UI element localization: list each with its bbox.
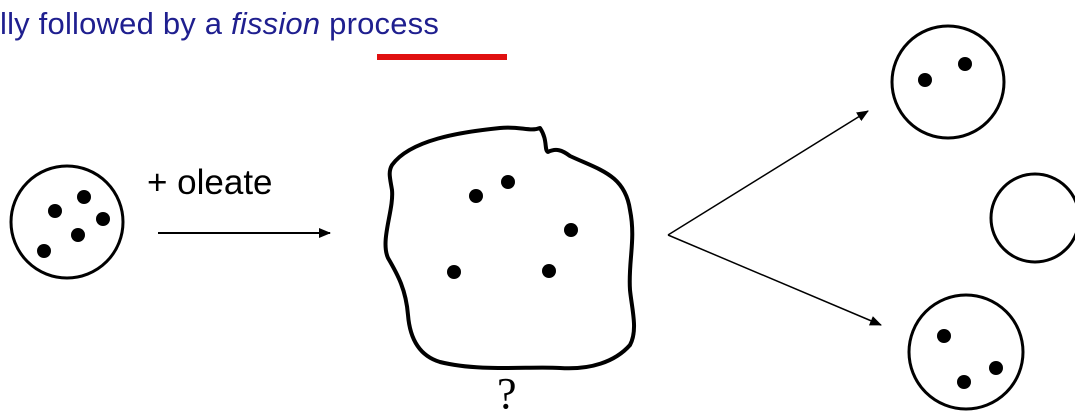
solute-dot (937, 329, 951, 343)
daughter-vesicle-top (890, 24, 1006, 140)
daughter-vesicle-empty-membrane (989, 172, 1075, 264)
initial-vesicle-membrane (9, 164, 125, 280)
caption-suffix: process (320, 6, 440, 41)
solute-dot (918, 73, 932, 87)
solute-dot (957, 375, 971, 389)
daughter-vesicle-bottom (907, 293, 1025, 411)
grown-vesicle-membrane (383, 125, 637, 371)
solute-dot (958, 57, 972, 71)
solute-dot (989, 361, 1003, 375)
caption-emphasis: fission (231, 6, 321, 41)
solute-dot (501, 175, 515, 189)
solute-dot (96, 212, 110, 226)
daughter-vesicle-bottom-membrane (907, 293, 1025, 411)
solute-dot (542, 264, 556, 278)
fission-arrow-down (667, 234, 882, 326)
solute-dot (71, 228, 85, 242)
solute-dot (77, 190, 91, 204)
daughter-vesicle-empty (989, 172, 1075, 264)
slide-caption: lly followed by a fission process (0, 6, 439, 42)
grown-vesicle (383, 125, 637, 371)
daughter-vesicle-top-membrane (890, 24, 1006, 140)
solute-dot (447, 265, 461, 279)
caption-prefix: lly followed by a (0, 6, 232, 41)
fission-arrow-up (667, 110, 869, 236)
initial-vesicle (9, 164, 125, 280)
oleate-label: + oleate (147, 163, 273, 202)
solute-dot (48, 204, 62, 218)
solute-dot (469, 189, 483, 203)
solute-dot (37, 244, 51, 258)
solute-dot (564, 223, 578, 237)
question-mark: ? (497, 369, 517, 418)
emphasis-underline (377, 54, 507, 60)
